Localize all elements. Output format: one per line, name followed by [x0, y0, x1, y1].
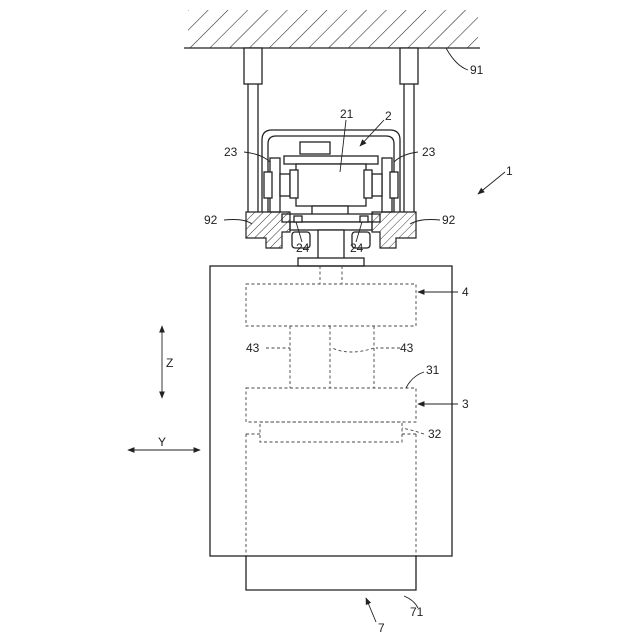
label-23-left: 23	[224, 145, 238, 159]
internal-parts	[246, 266, 416, 556]
axis-z: Z	[162, 326, 173, 398]
label-71: 71	[410, 605, 424, 619]
label-2: 2	[385, 109, 392, 123]
leader-lines	[224, 48, 505, 622]
label-92-right: 92	[442, 213, 456, 227]
label-7: 7	[378, 621, 385, 635]
label-21: 21	[340, 107, 354, 121]
label-1: 1	[506, 164, 513, 178]
label-32: 32	[428, 427, 442, 441]
ceiling	[184, 10, 480, 48]
label-31: 31	[426, 363, 440, 377]
label-92-left: 92	[204, 213, 218, 227]
motor	[284, 142, 378, 206]
label-3: 3	[462, 397, 469, 411]
label-24-left: 24	[296, 241, 310, 255]
bottom-part	[246, 556, 416, 590]
axis-y: Y	[128, 435, 200, 450]
reference-labels: 91 1 2 21 23 23 92 92 24 24 4 43 43 31 3…	[204, 63, 513, 635]
axis-z-label: Z	[166, 356, 173, 370]
label-91: 91	[470, 63, 484, 77]
axis-y-label: Y	[158, 435, 166, 449]
rail-right	[372, 212, 416, 248]
label-43-left: 43	[246, 341, 260, 355]
label-43-right: 43	[400, 341, 414, 355]
rail-left	[246, 212, 290, 248]
label-24-right: 24	[350, 241, 364, 255]
top-connector	[298, 258, 364, 266]
label-4: 4	[462, 285, 469, 299]
label-23-right: 23	[422, 145, 436, 159]
